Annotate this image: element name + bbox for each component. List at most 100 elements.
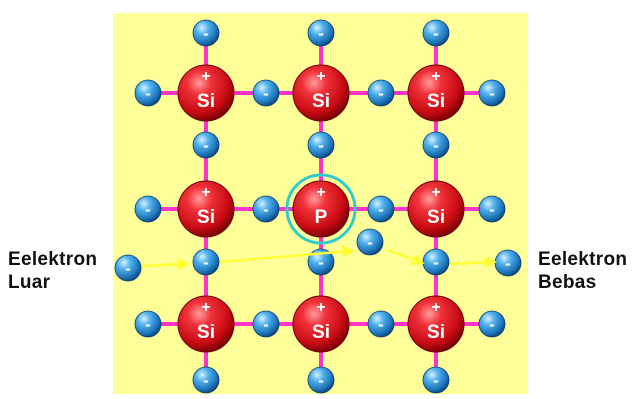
nucleus-sign: + xyxy=(316,184,325,201)
atom-symbol: Si xyxy=(427,207,445,228)
electron-sign: - xyxy=(433,136,439,155)
atom-sphere xyxy=(407,180,465,238)
electron-20: - xyxy=(478,195,506,223)
nucleus-sign: + xyxy=(431,68,440,85)
electron-sign: - xyxy=(433,253,439,272)
electron-11: - xyxy=(422,248,450,276)
electron-path-arrow-4 xyxy=(449,256,497,269)
electron-sphere xyxy=(367,310,395,338)
nucleus-sign: + xyxy=(316,68,325,85)
electron-13: - xyxy=(134,79,162,107)
label-free-electron-line1: Eelektron xyxy=(538,249,628,270)
electron-sphere xyxy=(307,131,335,159)
label-free-electron-line2: Bebas xyxy=(538,272,597,293)
electron-sign: - xyxy=(263,315,269,334)
electron-1: - xyxy=(192,19,220,47)
electron-path-arrow-1 xyxy=(141,258,190,271)
atom-si-r3c2: +Si xyxy=(292,295,350,353)
electron-path-arrow-2 xyxy=(219,245,355,264)
atom-sphere xyxy=(177,64,235,122)
electron-5: - xyxy=(307,19,335,47)
electron-sign: - xyxy=(203,371,209,390)
atom-symbol: Si xyxy=(197,322,215,343)
atom-si-r3c3: +Si xyxy=(407,295,465,353)
atom-symbol: Si xyxy=(197,91,215,112)
electron-15: - xyxy=(367,79,395,107)
electron-sphere xyxy=(192,19,220,47)
electron-sign: - xyxy=(145,84,151,103)
electron-sphere xyxy=(192,366,220,394)
electron-sphere xyxy=(422,131,450,159)
electron-sphere xyxy=(478,195,506,223)
electron-sphere xyxy=(134,195,162,223)
nucleus-sign: + xyxy=(201,184,210,201)
electron-sign: - xyxy=(378,200,384,219)
electron-sphere xyxy=(114,254,142,282)
electron-sphere xyxy=(307,366,335,394)
electron-17: - xyxy=(134,195,162,223)
electron-7: - xyxy=(307,248,335,276)
electron-16: - xyxy=(478,79,506,107)
electron-sphere xyxy=(367,79,395,107)
electron-sphere xyxy=(307,19,335,47)
electron-12: - xyxy=(422,366,450,394)
nucleus-sign: + xyxy=(431,184,440,201)
atom-sphere xyxy=(177,295,235,353)
atom-si-r1c1: + Si xyxy=(177,64,235,122)
atom-sphere xyxy=(292,180,350,238)
electron-23: - xyxy=(367,310,395,338)
electron-19: - xyxy=(367,195,395,223)
atom-symbol: Si xyxy=(427,91,445,112)
electron-sign: - xyxy=(489,200,495,219)
electron-sign: - xyxy=(433,24,439,43)
electron-sign: - xyxy=(318,136,324,155)
atom-si-r3c1: +Si xyxy=(177,295,235,353)
label-free-electron: Eelektron Bebas xyxy=(538,248,627,294)
atom-symbol: Si xyxy=(197,207,215,228)
electron-sign: - xyxy=(378,84,384,103)
electron-sign: - xyxy=(203,136,209,155)
electron-21: - xyxy=(134,310,162,338)
electron-sphere xyxy=(252,195,280,223)
atom-si-r1c3: + Si xyxy=(407,64,465,122)
electrons-layer: --------------------------- xyxy=(114,19,522,394)
label-outer-electron-line2: Luar xyxy=(8,272,51,293)
nucleus-sign: + xyxy=(431,299,440,316)
atom-sphere xyxy=(407,64,465,122)
label-outer-electron: Eelektron Luar xyxy=(8,248,97,294)
arrows-layer xyxy=(141,245,497,271)
electron-sphere xyxy=(356,228,384,256)
electron-path-arrow-3 xyxy=(387,248,425,266)
electron-sign: - xyxy=(505,254,511,273)
electron-6: - xyxy=(307,131,335,159)
electron-sphere xyxy=(134,79,162,107)
electron-sign: - xyxy=(318,24,324,43)
electron-sign: - xyxy=(318,253,324,272)
atom-si-r2c1: + Si xyxy=(177,180,235,238)
electron-sphere xyxy=(192,131,220,159)
electron-26: - xyxy=(356,228,384,256)
electron-sphere xyxy=(478,310,506,338)
electron-sphere xyxy=(192,248,220,276)
electron-sphere xyxy=(478,79,506,107)
atom-symbol: Si xyxy=(312,322,330,343)
atom-sphere xyxy=(292,64,350,122)
electron-sign: - xyxy=(145,315,151,334)
atom-sphere xyxy=(177,180,235,238)
atom-symbol: Si xyxy=(312,91,330,112)
electron-sphere xyxy=(422,19,450,47)
electron-10: - xyxy=(422,131,450,159)
electron-27: - xyxy=(494,249,522,277)
electron-sphere xyxy=(422,366,450,394)
electron-sphere xyxy=(134,310,162,338)
phosphorus-highlight-ring xyxy=(285,173,357,245)
nucleus-sign: + xyxy=(201,68,210,85)
electron-24: - xyxy=(478,310,506,338)
electron-sign: - xyxy=(489,84,495,103)
atom-si-r1c2: + Si xyxy=(292,64,350,122)
atom-p-r2c2: +P xyxy=(292,180,350,238)
atom-symbol: P xyxy=(315,207,328,228)
electron-18: - xyxy=(252,195,280,223)
atoms-layer: +Si+Si+Si+Si+P+Si+Si+Si+Si xyxy=(177,64,465,353)
